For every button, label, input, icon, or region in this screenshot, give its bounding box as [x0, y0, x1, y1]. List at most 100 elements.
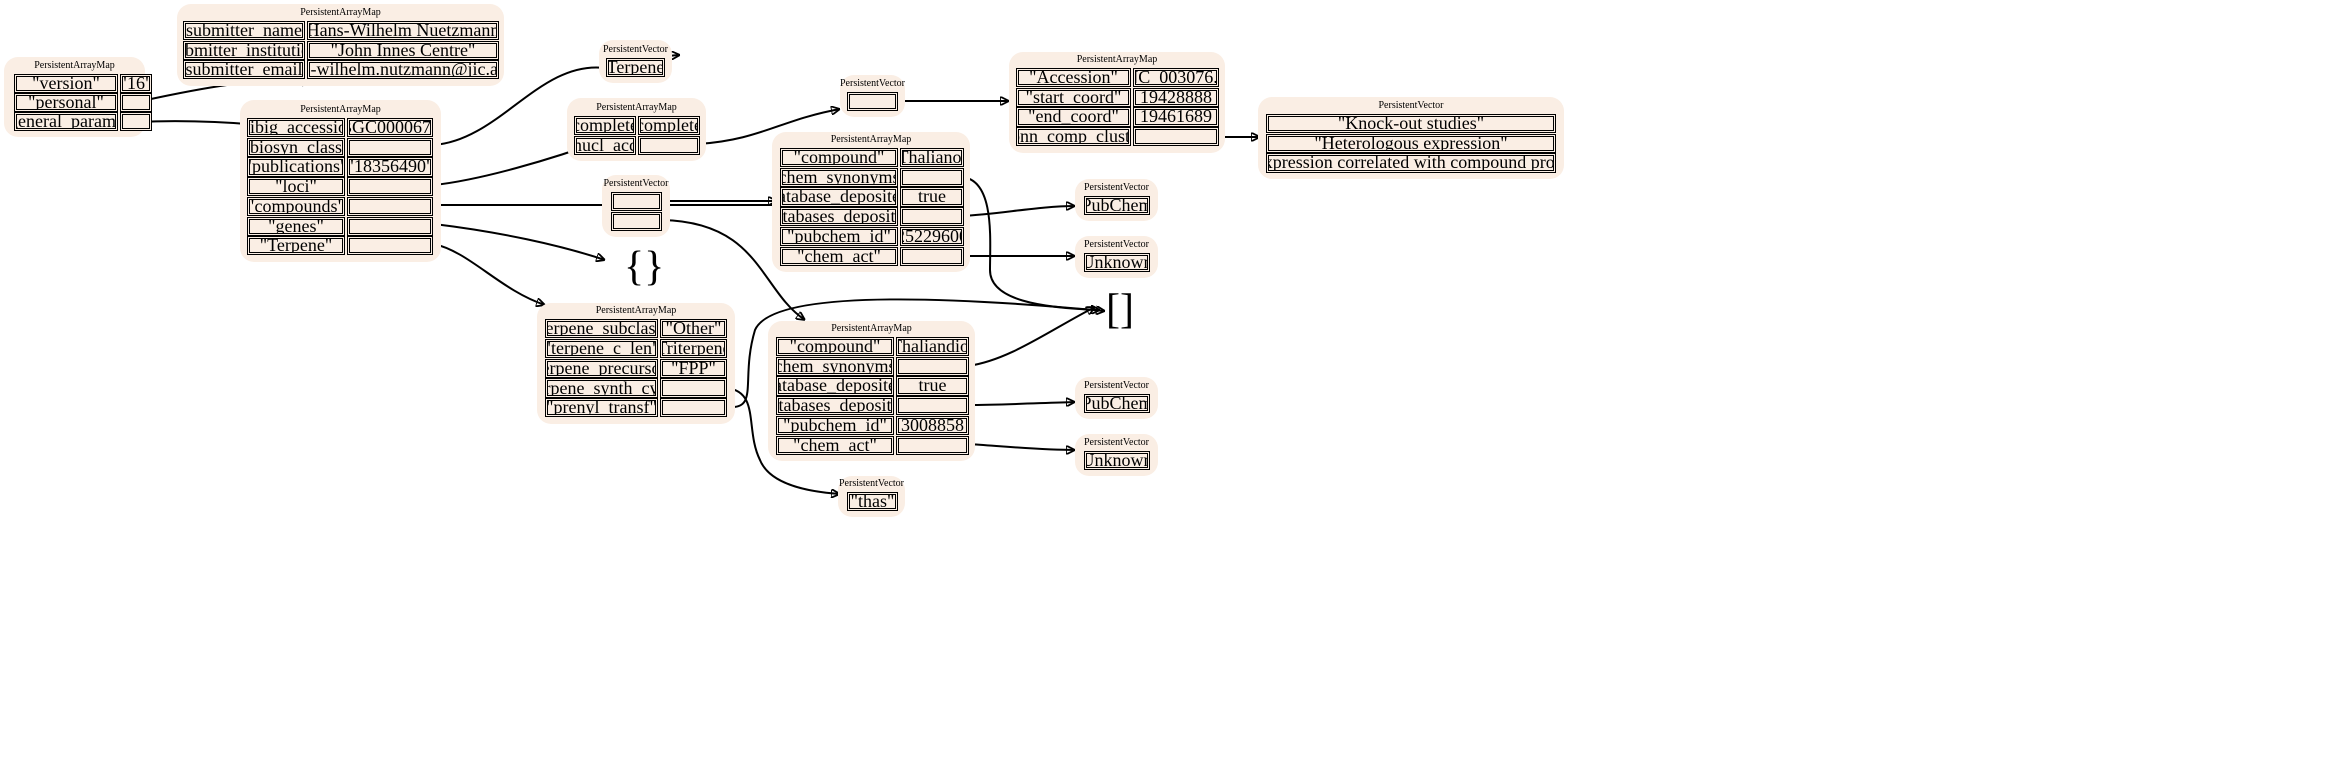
map-key-cell: "conn_comp_cluster": [1016, 127, 1131, 147]
map-value-cell: [900, 246, 964, 266]
map-key-cell: "genes": [247, 216, 345, 236]
map-key-cell: "loci": [247, 177, 345, 197]
map-key-cell: "databases_deposited": [780, 207, 898, 227]
node-unknown2: PersistentVector "Unknown": [1075, 434, 1158, 476]
map-key-cell: "compounds": [247, 196, 345, 216]
node-unknown1: PersistentVector "Unknown": [1075, 236, 1158, 278]
map-key-cell: "terpene_subclass": [545, 319, 658, 339]
map-key-cell: "pubchem_id": [780, 226, 898, 246]
map-value-cell: [347, 216, 433, 236]
map-key-cell: "compound": [776, 337, 894, 357]
map-key-cell: "prenyl_transf": [545, 398, 658, 418]
node-pubchem1: PersistentVector "PubChem": [1075, 179, 1158, 221]
node-thas: PersistentVector"thas": [838, 476, 905, 517]
map-value-cell: "BGC0000670": [347, 118, 433, 138]
map-value-cell: "Hans-Wilhelm Nuetzmann": [307, 21, 499, 40]
map-key-cell: "chem_synonyms": [776, 356, 894, 376]
map-value-cell: 19428888: [1133, 87, 1219, 107]
map-value-cell: "Thaliandiol": [896, 337, 969, 357]
map-value-cell: 3008858: [896, 415, 969, 435]
map-value-cell: 19461689: [1133, 107, 1219, 127]
vector-item-cell: [611, 192, 662, 211]
map-key-cell: "pubchem_id": [776, 415, 894, 435]
map-key-cell: "chem_act": [780, 246, 898, 266]
node-type-label: PersistentVector: [1084, 239, 1149, 250]
map-key-cell: "submitter_institution": [183, 40, 305, 60]
map-value-cell: [347, 177, 433, 197]
map-key-cell: "nucl_acc": [574, 135, 636, 155]
empty-vector-glyph: []: [1106, 287, 1134, 333]
edge-thaliandiol-syn: [967, 307, 1095, 367]
map-value-cell: "John Innes Centre": [307, 40, 499, 60]
map-value-cell: [347, 196, 433, 216]
map-value-cell: "18356490": [347, 157, 433, 177]
map-value-cell: "Triterpene": [660, 338, 727, 359]
map-value-cell: [900, 207, 964, 227]
node-terpene: PersistentArrayMap"terpene_subclass""Oth…: [537, 303, 735, 424]
map-value-cell: "complete": [638, 116, 700, 135]
map-value-cell: [120, 93, 152, 112]
vector-item-cell: "Unknown": [1084, 451, 1150, 470]
map-key-cell: "Terpene": [247, 236, 345, 256]
node-type-label: PersistentVector: [1084, 437, 1149, 448]
map-key-cell: "complete": [574, 116, 636, 135]
map-value-cell: true: [900, 187, 964, 207]
node-biosyn: PersistentVector"Terpene": [599, 40, 672, 83]
map-value-cell: "FPP": [660, 358, 727, 378]
map-value-cell: [660, 398, 727, 418]
node-root: PersistentArrayMap "version""16""personal…: [4, 57, 152, 137]
map-key-cell: "database_deposited": [776, 376, 894, 396]
map-value-cell: [1133, 127, 1219, 147]
map-value-cell: "Thalianol": [900, 148, 964, 168]
node-type-label: PersistentVector: [839, 478, 904, 489]
node-compvec: PersistentVector: [602, 175, 670, 237]
map-key-cell: "version": [14, 74, 118, 93]
map-key-cell: "Accession": [1016, 68, 1131, 88]
map-key-cell: "chem_act": [776, 435, 894, 455]
map-key-cell: "publications": [247, 157, 345, 177]
map-value-cell: "Other": [660, 319, 727, 339]
map-value-cell: [896, 435, 969, 455]
vector-item-cell: "Gene expression correlated with compoun…: [1266, 153, 1556, 173]
node-type-label: PersistentArrayMap: [34, 60, 115, 71]
vector-item-cell: [611, 211, 662, 231]
map-key-cell: "personal": [14, 93, 118, 112]
map-value-cell: [896, 396, 969, 416]
map-value-cell: [347, 236, 433, 256]
vector-item-cell: "Unknown": [1084, 253, 1150, 272]
map-key-cell: "databases_deposited": [776, 396, 894, 416]
empty-map-glyph: {}: [624, 244, 665, 290]
node-type-label: PersistentArrayMap: [300, 104, 381, 115]
node-thalianol: PersistentArrayMap"compound""Thalianol""…: [772, 132, 970, 273]
node-pubchem2: PersistentVector"PubChem": [1075, 377, 1158, 419]
map-key-cell: "submitter_name": [183, 21, 305, 40]
map-value-cell: [347, 137, 433, 157]
map-key-cell: "database_deposited": [780, 187, 898, 207]
map-key-cell: "end_coord": [1016, 107, 1131, 127]
node-type-label: PersistentVector: [1084, 182, 1149, 193]
edge-genes: [433, 223, 605, 260]
vector-item-cell: "PubChem": [1084, 394, 1150, 413]
map-value-cell: [896, 356, 969, 376]
node-nuclvec: PersistentVector: [840, 75, 905, 117]
node-type-label: PersistentArrayMap: [596, 102, 677, 113]
map-value-cell: "16": [120, 74, 152, 93]
vector-item-cell: "Terpene": [606, 58, 665, 77]
edge-thaliandiol-db: [967, 402, 1075, 405]
node-type-label: PersistentArrayMap: [1076, 54, 1158, 65]
node-conncomp: PersistentVector"Knock-out studies""Hete…: [1258, 97, 1564, 180]
node-type-label: PersistentArrayMap: [831, 323, 912, 334]
map-value-cell: 25229600: [900, 226, 964, 246]
map-value-cell: [900, 167, 964, 187]
vector-item-cell: "Heterologous expression": [1266, 133, 1556, 153]
node-type-label: PersistentArrayMap: [830, 134, 912, 145]
node-accession: PersistentArrayMap "Accession""NC_003076.…: [1009, 52, 1225, 153]
vector-item-cell: "PubChem": [1084, 196, 1150, 215]
map-key-cell: "start_coord": [1016, 87, 1131, 107]
map-value-cell: "NC_003076.8": [1133, 68, 1219, 88]
map-value-cell: [120, 112, 152, 131]
map-value-cell: [660, 378, 727, 398]
map-key-cell: "terpene_c_len": [545, 338, 658, 359]
edge-terpene: [433, 243, 545, 305]
node-type-label: PersistentVector: [840, 78, 905, 89]
